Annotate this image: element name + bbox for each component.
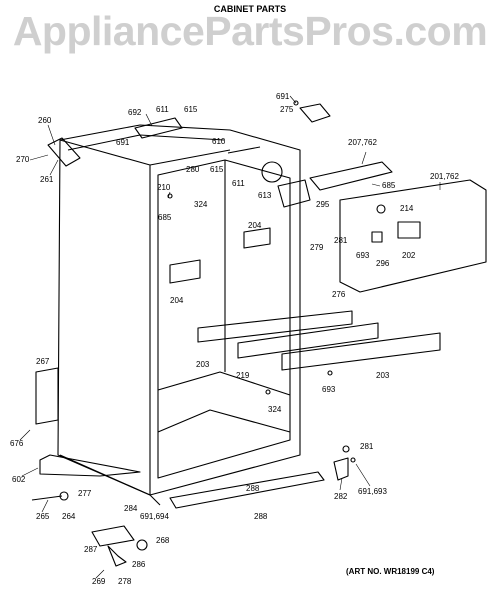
callout-label: 286 [132, 560, 146, 569]
rail-203-lower [281, 332, 441, 371]
hinge-275 [299, 103, 331, 123]
grille-288 [169, 471, 325, 509]
callout-label: 282 [334, 492, 348, 501]
callout-label: 281 [334, 236, 348, 245]
callout-label: 611 [232, 179, 245, 188]
rail-219 [237, 322, 379, 359]
callout-label: 265 [36, 512, 50, 521]
hinge-260 [47, 137, 81, 167]
callout-label: 207,762 [348, 138, 377, 147]
callout-label: 676 [10, 439, 24, 448]
site-watermark: AppliancePartsPros.com [12, 8, 488, 54]
callout-label: 210 [157, 183, 171, 192]
panel-267 [35, 367, 59, 425]
bracket-287 [91, 525, 135, 547]
callout-label: 219 [236, 371, 250, 380]
fan-613 [261, 161, 283, 183]
callout-label: 204 [170, 296, 184, 305]
cover-207 [309, 161, 393, 191]
leader-lines [19, 95, 441, 579]
callout-label: 693 [322, 385, 336, 394]
callout-label: 602 [12, 475, 26, 484]
callout-label: 214 [400, 204, 414, 213]
callout-label: 201,762 [430, 172, 459, 181]
callout-label: 691,694 [140, 512, 169, 521]
callout-label: 277 [78, 489, 92, 498]
cabinet-interior [157, 159, 291, 479]
callout-label: 269 [92, 577, 106, 586]
bracket-204-right [243, 227, 271, 249]
callout-label: 202 [402, 251, 416, 260]
callout-label: 260 [38, 116, 52, 125]
cabinet-shell [57, 124, 301, 496]
callout-label: 685 [158, 213, 172, 222]
callout-label: 203 [376, 371, 390, 380]
callout-label: 270 [16, 155, 30, 164]
callout-label: 267 [36, 357, 50, 366]
callout-label: 288 [246, 484, 260, 493]
callout-label: 264 [62, 512, 76, 521]
callout-label: 280 [186, 165, 200, 174]
bracket-277 [39, 454, 141, 477]
rail-203-upper [197, 310, 353, 343]
callout-label: 610 [212, 137, 226, 146]
callout-label: 288 [254, 512, 268, 521]
callout-label: 613 [258, 191, 272, 200]
callout-label: 261 [40, 175, 54, 184]
callout-labels: 691 275 692 611 615 260 691 610 270 261 … [10, 92, 459, 586]
callout-label: 324 [268, 405, 282, 414]
callout-label: 692 [128, 108, 142, 117]
callout-label: 284 [124, 504, 138, 513]
callout-label: 615 [184, 105, 198, 114]
callout-label: 278 [118, 577, 132, 586]
callout-label: 276 [332, 290, 346, 299]
callout-label: 296 [376, 259, 390, 268]
callout-label: 685 [382, 181, 396, 190]
bracket-204-left [169, 259, 201, 284]
callout-label: 295 [316, 200, 330, 209]
control-panel-201 [339, 179, 487, 293]
callout-label: 203 [196, 360, 210, 369]
callout-label: 611 [156, 105, 169, 114]
callout-label: 287 [84, 545, 98, 554]
callout-label: 615 [210, 165, 224, 174]
art-number: (ART NO. WR18199 C4) [346, 567, 435, 576]
callout-label: 693 [356, 251, 370, 260]
callout-label: 691 [116, 138, 130, 147]
callout-label: 691,693 [358, 487, 387, 496]
diagram-title: CABINET PARTS [213, 4, 287, 14]
callout-label: 268 [156, 536, 170, 545]
callout-label: 691 [276, 92, 290, 101]
callout-label: 324 [194, 200, 208, 209]
callout-label: 279 [310, 243, 324, 252]
callout-label: 281 [360, 442, 374, 451]
cabinet-front-edge [59, 139, 151, 495]
callout-label: 275 [280, 105, 294, 114]
callout-label: 204 [248, 221, 262, 230]
